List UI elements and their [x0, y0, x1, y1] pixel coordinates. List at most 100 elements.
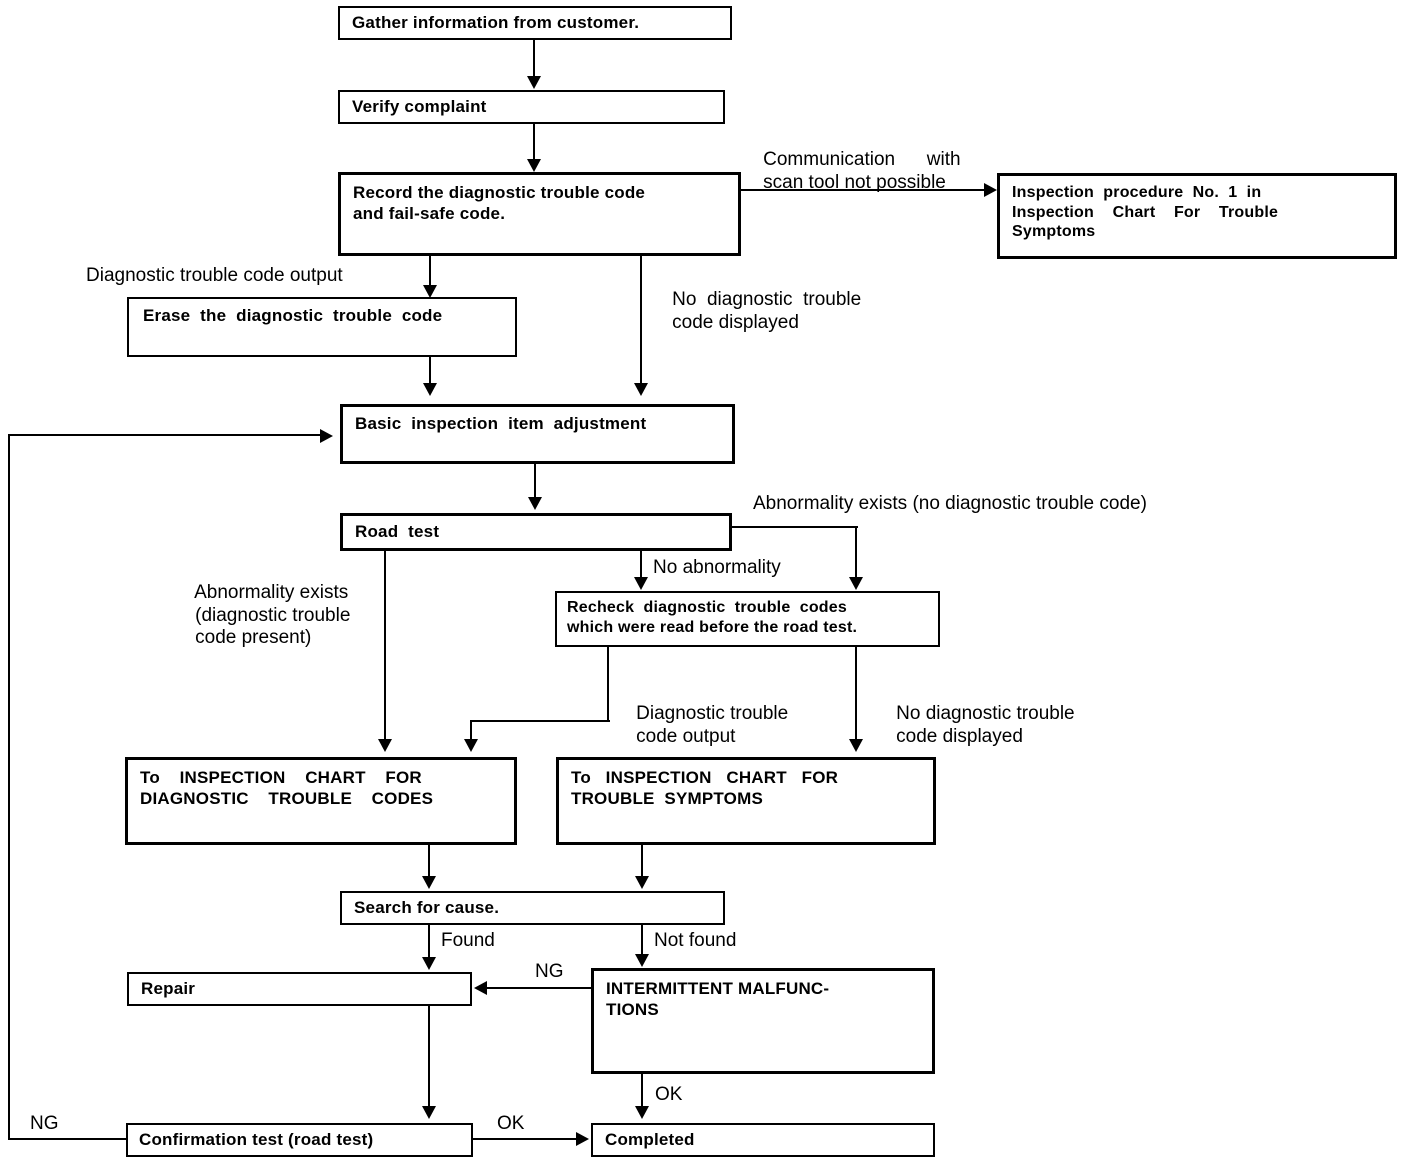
label-no-abnormality: No abnormality [653, 557, 781, 578]
node-confirmation-test: Confirmation test (road test) [126, 1123, 473, 1157]
arrowhead-record-to-basic [634, 383, 648, 396]
edge-intermittent-to-completed [641, 1074, 643, 1112]
label-ng-intermittent-to-repair: NG [535, 961, 564, 982]
node-road-test: Road test [340, 513, 732, 551]
node-to-symptom-chart-line-0: To INSPECTION CHART FOR [571, 768, 839, 787]
edge-ng-loop-bottom [8, 1138, 128, 1140]
arrowhead-intermittent-to-completed [635, 1106, 649, 1119]
node-to-symptom-chart: To INSPECTION CHART FOR TROUBLE SYMPTOMS [556, 757, 936, 845]
edge-recheck-dtc-output-vertical-1 [607, 647, 609, 722]
arrowhead-road-test-to-dtc-chart [378, 739, 392, 752]
node-verify-complaint-line-0: Verify complaint [352, 97, 487, 116]
arrowhead-recheck-to-dtc-chart [464, 739, 478, 752]
node-confirmation-test-line-0: Confirmation test (road test) [139, 1130, 374, 1149]
node-intermittent-malfunctions: INTERMITTENT MALFUNC- TIONS [591, 968, 935, 1074]
arrowhead-basic-to-road-test [528, 497, 542, 510]
edge-record-to-inspection-procedure [741, 189, 986, 191]
label-dtc-output-mid-line-1: code output [636, 725, 736, 747]
label-no-dtc-displayed-mid-line-1: code displayed [896, 725, 1023, 747]
arrowhead-record-to-inspection-procedure [984, 183, 997, 197]
node-basic-inspection-line-0: Basic inspection item adjustment [355, 414, 647, 433]
node-to-symptom-chart-line-1: TROUBLE SYMPTOMS [571, 788, 763, 808]
label-ng-feedback-loop: NG [30, 1113, 59, 1134]
edge-road-test-to-recheck [640, 551, 642, 579]
label-abnormality-dtc-present-line-1: (diagnostic trouble [195, 604, 351, 626]
edge-gather-to-verify [533, 40, 535, 78]
node-record-dtc-line-0: Record the diagnostic trouble code [353, 183, 646, 202]
node-record-dtc: Record the diagnostic trouble code and f… [338, 172, 741, 256]
label-communication-not-possible-line-1: scan tool not possible [763, 171, 946, 193]
node-recheck-dtc: Recheck diagnostic trouble codes which w… [555, 591, 940, 647]
edge-confirmation-to-completed [473, 1138, 577, 1140]
node-basic-inspection: Basic inspection item adjustment [340, 404, 735, 464]
edge-search-to-repair [428, 925, 430, 963]
label-ok-intermittent-to-completed: OK [655, 1084, 683, 1105]
arrowhead-verify-to-record [527, 159, 541, 172]
arrowhead-intermittent-to-repair [474, 981, 487, 995]
arrowhead-recheck-to-symptom-chart [849, 739, 863, 752]
label-abnormality-dtc-present-line-0: Abnormality exists [194, 582, 349, 604]
edge-record-to-erase [429, 256, 431, 288]
edge-search-to-intermittent [641, 925, 643, 963]
arrowhead-dtc-chart-to-search [422, 876, 436, 889]
arrowhead-repair-to-confirmation [422, 1106, 436, 1119]
arrowhead-ng-loop-to-basic [320, 429, 333, 443]
node-verify-complaint: Verify complaint [338, 90, 725, 124]
node-record-dtc-line-1: and fail-safe code. [353, 203, 506, 223]
arrowhead-symptom-chart-to-search [635, 876, 649, 889]
node-road-test-line-0: Road test [355, 522, 440, 541]
node-erase-dtc-line-0: Erase the diagnostic trouble code [143, 306, 443, 325]
node-gather-information: Gather information from customer. [338, 6, 732, 40]
edge-recheck-to-symptom-chart [855, 647, 857, 743]
edge-ng-loop-top [8, 434, 322, 436]
edge-road-test-right-horizontal [730, 526, 858, 528]
node-inspection-procedure-1: Inspection procedure No. 1 in Inspection… [997, 173, 1397, 259]
arrowhead-abnormality-no-dtc-to-recheck [849, 577, 863, 590]
edge-basic-to-road-test [534, 464, 536, 499]
edge-recheck-dtc-output-vertical-2 [470, 720, 472, 742]
node-recheck-dtc-line-1: which were read before the road test. [567, 618, 858, 636]
label-ok-confirmation-to-completed: OK [497, 1113, 525, 1134]
label-communication-not-possible: Communication with scan tool not possibl… [742, 127, 961, 217]
node-to-dtc-chart: To INSPECTION CHART FOR DIAGNOSTIC TROUB… [125, 757, 517, 845]
label-no-dtc-displayed-top-line-0: No diagnostic trouble [672, 289, 862, 311]
label-no-dtc-displayed-top: No diagnostic trouble code displayed [651, 267, 861, 357]
label-dtc-output-mid-line-0: Diagnostic trouble [636, 703, 789, 725]
arrowhead-confirmation-to-completed [576, 1132, 589, 1146]
edge-erase-to-basic [429, 357, 431, 389]
node-erase-dtc: Erase the diagnostic trouble code [127, 297, 517, 357]
label-no-dtc-displayed-mid: No diagnostic trouble code displayed [875, 681, 1075, 771]
node-to-dtc-chart-line-1: DIAGNOSTIC TROUBLE CODES [140, 788, 434, 808]
edge-road-test-to-dtc-chart [384, 551, 386, 741]
edge-ng-loop-left [8, 434, 10, 1140]
label-no-dtc-displayed-mid-line-0: No diagnostic trouble [896, 703, 1075, 725]
node-repair-line-0: Repair [141, 979, 196, 998]
node-completed-line-0: Completed [605, 1130, 695, 1149]
label-not-found: Not found [654, 930, 737, 951]
arrowhead-search-to-repair [422, 957, 436, 970]
label-found: Found [441, 930, 495, 951]
label-no-dtc-displayed-top-line-1: code displayed [672, 311, 799, 333]
edge-verify-to-record [533, 124, 535, 162]
arrowhead-search-to-intermittent [635, 954, 649, 967]
label-abnormality-dtc-present: Abnormality exists (diagnostic trouble c… [174, 560, 350, 672]
node-intermittent-malfunctions-line-1: TIONS [606, 999, 659, 1019]
arrowhead-road-test-to-recheck [634, 577, 648, 590]
node-inspection-procedure-1-line-2: Symptoms [1012, 223, 1096, 241]
edge-symptom-chart-to-search [641, 845, 643, 881]
edge-record-to-basic [640, 256, 642, 386]
label-communication-not-possible-line-0: Communication with [763, 149, 961, 171]
label-dtc-output-top: Diagnostic trouble code output [86, 265, 343, 286]
arrowhead-record-to-erase [423, 285, 437, 298]
node-inspection-procedure-1-line-0: Inspection procedure No. 1 in [1012, 184, 1262, 201]
node-completed: Completed [591, 1123, 935, 1157]
edge-recheck-dtc-output-horizontal [470, 720, 610, 722]
node-to-dtc-chart-line-0: To INSPECTION CHART FOR [140, 768, 422, 787]
node-inspection-procedure-1-line-1: Inspection Chart For Trouble [1012, 203, 1279, 221]
edge-intermittent-to-repair [487, 987, 593, 989]
label-abnormality-no-dtc: Abnormality exists (no diagnostic troubl… [753, 493, 1147, 514]
label-dtc-output-mid: Diagnostic trouble code output [615, 681, 788, 771]
node-intermittent-malfunctions-line-0: INTERMITTENT MALFUNC- [606, 979, 830, 998]
node-gather-information-line-0: Gather information from customer. [352, 13, 640, 32]
